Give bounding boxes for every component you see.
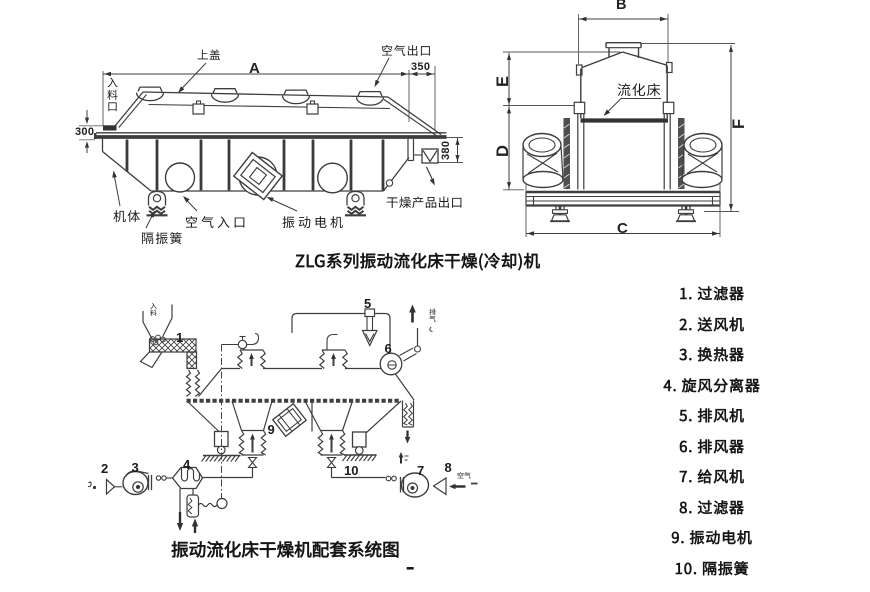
component-number-8: 8 [444,459,452,475]
dim-a: A [249,60,260,77]
end-view-drawing [503,14,739,237]
legend-item: 9. 振动电机 [671,527,753,548]
label-vibration-motor: 振动电机 [282,212,347,231]
component-number-1: 1 [176,330,184,345]
component-number-6: 6 [384,340,392,356]
figure1-caption: ZLG系列振动流化床干燥(冷却)机 [295,248,541,272]
label-product-outlet: 干燥产品出口 [386,192,464,211]
component-number-3: 3 [131,460,139,475]
label-isolation-spring: 隔振簧 [141,228,184,247]
system-diagram-drawing [87,304,478,533]
dim-b: B [616,0,627,13]
label-fluidized-bed: 流化床 [617,80,662,100]
legend-item: 6. 排风器 [679,435,745,457]
component-number-9: 9 [267,421,275,437]
component-number-5: 5 [364,296,372,311]
side-view-drawing [79,57,463,229]
label-air-outlet: 空气出口 [381,42,433,59]
dim-380: 380 [440,140,452,160]
dim-350: 350 [411,61,431,73]
legend-item: 10. 隔振簧 [674,557,750,579]
legend-list: 1. 过滤器 2. 送风机 3. 换热器 4. 旋风分离器 5. 排风机 6. 排风器 7.… [627,279,797,584]
component-number-7: 7 [417,463,425,478]
label-air-inlet: 空气入口 [185,212,250,231]
label-machine-body: 机体 [113,206,142,225]
legend-item: 8. 过滤器 [679,496,745,518]
annotation-air: 空气 [457,470,471,481]
dim-e: E [494,75,512,87]
dim-d: D [494,145,512,157]
component-number-4: 4 [183,456,191,472]
dim-c: C [617,219,628,237]
legend-item: 1. 过滤器 [679,283,745,304]
label-top-cover: 上盖 [197,47,221,63]
annotation-feed: 入料 [148,302,159,316]
component-number-10: 10 [344,463,359,478]
legend-item: 2. 送风机 [679,313,745,335]
legend-item: 5. 排风机 [679,405,745,426]
annotation-exhaust: 排气 [427,308,438,322]
stray-dash: - [406,547,415,582]
legend-item: 7. 给风机 [679,466,745,487]
legend-item: 4. 旋风分离器 [663,374,761,396]
dim-f: F [730,118,748,129]
legend-item: 3. 换热器 [679,344,745,365]
dim-300: 300 [75,126,95,138]
figure2-caption: 振动流化床干燥机配套系统图 [171,536,400,562]
component-number-2: 2 [101,461,109,476]
label-feed-inlet: 入料口 [104,77,121,112]
